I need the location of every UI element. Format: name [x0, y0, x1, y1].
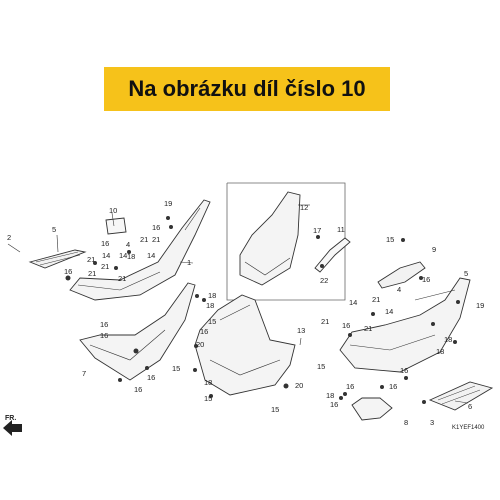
callout-18: 18 — [204, 378, 212, 387]
callout-13: 13 — [297, 326, 305, 335]
part-8-lower-right — [351, 397, 393, 421]
callout-14: 14 — [102, 251, 110, 260]
callout-15: 15 — [204, 394, 212, 403]
callout-21: 21 — [87, 255, 95, 264]
callout-15: 15 — [172, 364, 180, 373]
part-7-lower-cover — [79, 282, 196, 381]
callout-21: 21 — [152, 235, 160, 244]
callout-16: 16 — [147, 373, 155, 382]
callout-16: 16 — [152, 223, 160, 232]
callout-9: 9 — [432, 245, 436, 254]
callout-4: 4 — [397, 285, 401, 294]
callout-21: 21 — [140, 235, 148, 244]
callout-3: 3 — [430, 418, 434, 427]
callout-14: 14 — [147, 251, 155, 260]
callout-16: 16 — [200, 327, 208, 336]
callout-16: 16 — [101, 239, 109, 248]
callout-16: 16 — [400, 366, 408, 375]
part-11-bracket — [314, 237, 351, 273]
callout-21: 21 — [118, 274, 126, 283]
callout-20: 20 — [295, 381, 303, 390]
callout-18: 18 — [127, 252, 135, 261]
callout-6: 6 — [468, 402, 472, 411]
part-10-plate — [105, 217, 127, 235]
callout-1: 1 — [187, 258, 191, 267]
callout-14: 14 — [119, 251, 127, 260]
callout-2: 2 — [7, 233, 11, 242]
callout-16: 16 — [330, 400, 338, 409]
callout-11: 11 — [337, 225, 345, 234]
callout-22: 22 — [320, 276, 328, 285]
callout-14: 14 — [385, 307, 393, 316]
diagram-code: K1YEF1400 — [452, 425, 485, 431]
callout-12: 12 — [300, 203, 308, 212]
fasteners — [65, 216, 460, 404]
callout-19: 19 — [476, 301, 484, 310]
callout-16: 16 — [100, 320, 108, 329]
callout-18: 18 — [208, 291, 216, 300]
callout-15: 15 — [317, 362, 325, 371]
callout-16: 16 — [100, 331, 108, 340]
part-number-banner: Na obrázku díl číslo 10 — [104, 67, 390, 111]
callout-8: 8 — [404, 418, 408, 427]
callout-19: 19 — [164, 199, 172, 208]
callout-21: 21 — [88, 269, 96, 278]
callout-21: 21 — [101, 262, 109, 271]
callout-20: 20 — [196, 340, 204, 349]
part-1-floor-panel — [69, 199, 211, 301]
callout-5: 5 — [52, 225, 56, 234]
part-13-center-panel — [194, 294, 296, 396]
callout-16: 16 — [134, 385, 142, 394]
callout-15: 15 — [208, 317, 216, 326]
front-arrow-icon — [3, 420, 22, 436]
callout-21: 21 — [372, 295, 380, 304]
callout-5: 5 — [464, 269, 468, 278]
callout-16: 16 — [422, 275, 430, 284]
callout-4: 4 — [126, 240, 130, 249]
callout-16: 16 — [389, 382, 397, 391]
callout-18: 18 — [326, 391, 334, 400]
callout-14: 14 — [349, 298, 357, 307]
front-direction-label: FR. — [5, 415, 16, 422]
callout-15: 15 — [271, 405, 279, 414]
callout-17: 17 — [313, 226, 321, 235]
callout-10: 10 — [109, 206, 117, 215]
callout-7: 7 — [82, 369, 86, 378]
part-6-step-pad — [428, 381, 494, 411]
callout-21: 21 — [321, 317, 329, 326]
callout-15: 15 — [386, 235, 394, 244]
callout-18: 18 — [206, 301, 214, 310]
callout-21: 21 — [364, 324, 372, 333]
callout-18: 18 — [444, 335, 452, 344]
callout-18: 18 — [436, 347, 444, 356]
part-9-right-pad — [377, 261, 426, 289]
part-12-inset-assembly — [239, 191, 301, 286]
callout-16: 16 — [346, 382, 354, 391]
inset-frame — [226, 182, 346, 301]
callout-16: 16 — [342, 321, 350, 330]
callout-16: 16 — [64, 267, 72, 276]
part-5-step-pad — [28, 249, 87, 269]
right-floor-panel — [339, 277, 471, 373]
